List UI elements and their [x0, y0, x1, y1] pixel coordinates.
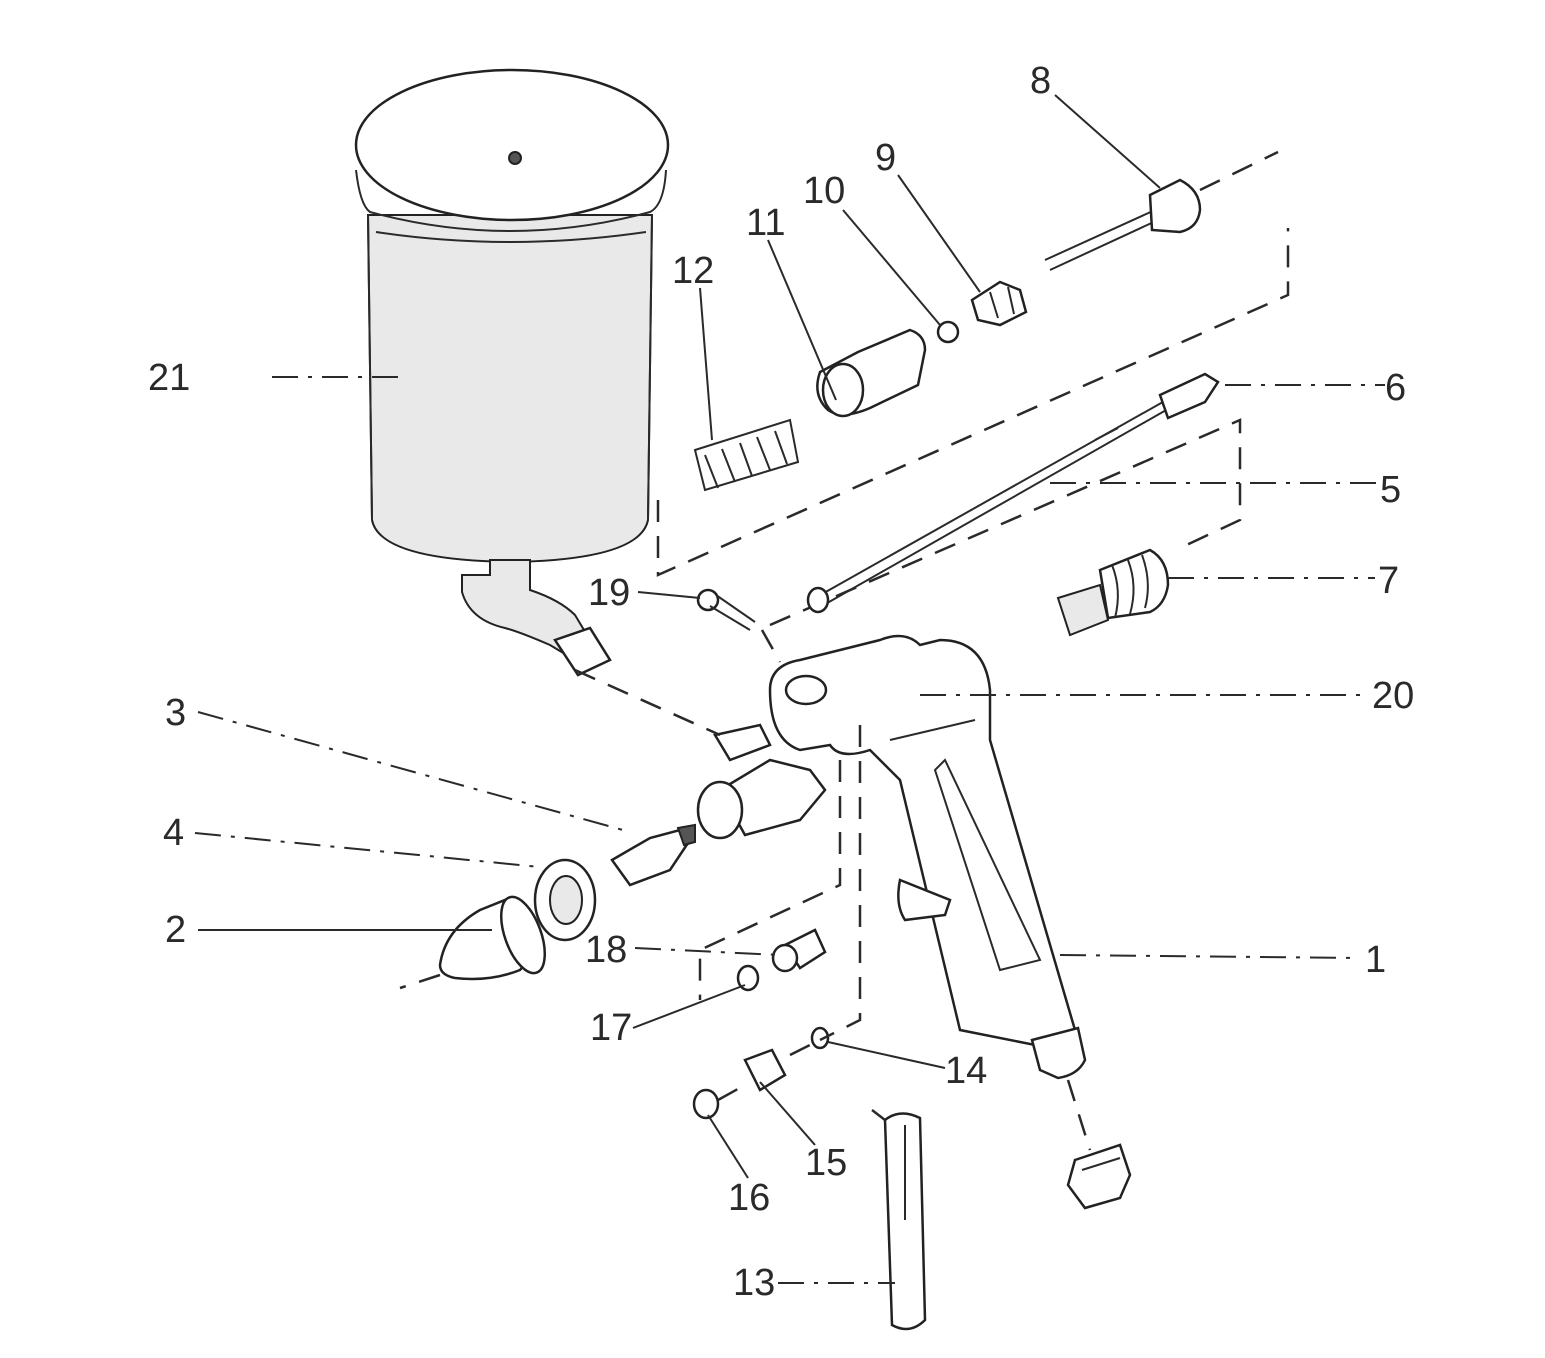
leader-9: [897, 174, 981, 293]
label-part-12: 12: [672, 250, 714, 292]
label-part-20: 20: [1372, 675, 1414, 717]
label-part-10: 10: [803, 170, 845, 212]
leader-15: [759, 1081, 816, 1146]
washer-part-10: [936, 320, 960, 344]
trigger-part-13: [871, 1109, 927, 1331]
nut-part-9: [970, 280, 1028, 327]
assembly-box-mid: [769, 418, 1242, 627]
label-part-4: 4: [163, 812, 184, 854]
label-part-15: 15: [805, 1142, 847, 1184]
spring-part-12: [693, 418, 800, 492]
label-part-18: 18: [585, 929, 627, 971]
label-part-5: 5: [1380, 469, 1401, 511]
air-fitting: [1066, 1143, 1132, 1210]
label-part-8: 8: [1030, 60, 1051, 102]
label-part-13: 13: [733, 1262, 775, 1304]
needle-part-5-6: [806, 372, 1220, 614]
screw-part-15: [743, 1048, 787, 1092]
packing-nut-part-11: [816, 328, 927, 418]
label-part-7: 7: [1378, 560, 1399, 602]
leader-17: [632, 984, 746, 1029]
label-part-1: 1: [1365, 939, 1386, 981]
leader-4: [194, 832, 541, 868]
label-part-14: 14: [945, 1050, 987, 1092]
leader-8: [1054, 94, 1161, 189]
gasket-part-4: [533, 858, 597, 942]
label-part-19: 19: [588, 572, 630, 614]
valve-part-18: [771, 928, 827, 973]
bracket-lower: [698, 725, 862, 1042]
air-cap-part-2: [399, 895, 547, 990]
needle-knob-part-8: [1044, 150, 1279, 271]
label-part-6: 6: [1385, 367, 1406, 409]
fluid-nozzle-part-3: [610, 823, 696, 887]
label-part-2: 2: [165, 909, 186, 951]
paint-cup-part-21: [354, 68, 670, 677]
leader-10: [842, 209, 941, 326]
dash-14-16: [717, 1043, 811, 1102]
label-part-9: 9: [875, 137, 896, 179]
label-part-17: 17: [590, 1007, 632, 1049]
gun-body-part-1: [574, 634, 1092, 1151]
leader-12: [699, 287, 713, 441]
label-part-21: 21: [148, 357, 190, 399]
leader-18: [634, 947, 781, 956]
assembly-box-upper: [656, 228, 1290, 577]
leader-16: [707, 1114, 749, 1179]
leader-14: [827, 1041, 946, 1069]
label-part-3: 3: [165, 692, 186, 734]
screw-part-19: [696, 588, 782, 663]
leader-1: [1059, 954, 1361, 959]
valve-part-17: [736, 964, 760, 992]
air-valve-part-7: [1056, 548, 1170, 637]
o-ring-part-14: [810, 1026, 830, 1050]
leader-19: [637, 591, 701, 599]
label-part-11: 11: [746, 202, 785, 244]
leader-3: [197, 711, 631, 833]
leader-11: [767, 239, 837, 401]
cap-part-16: [692, 1088, 720, 1120]
label-part-16: 16: [728, 1177, 770, 1219]
